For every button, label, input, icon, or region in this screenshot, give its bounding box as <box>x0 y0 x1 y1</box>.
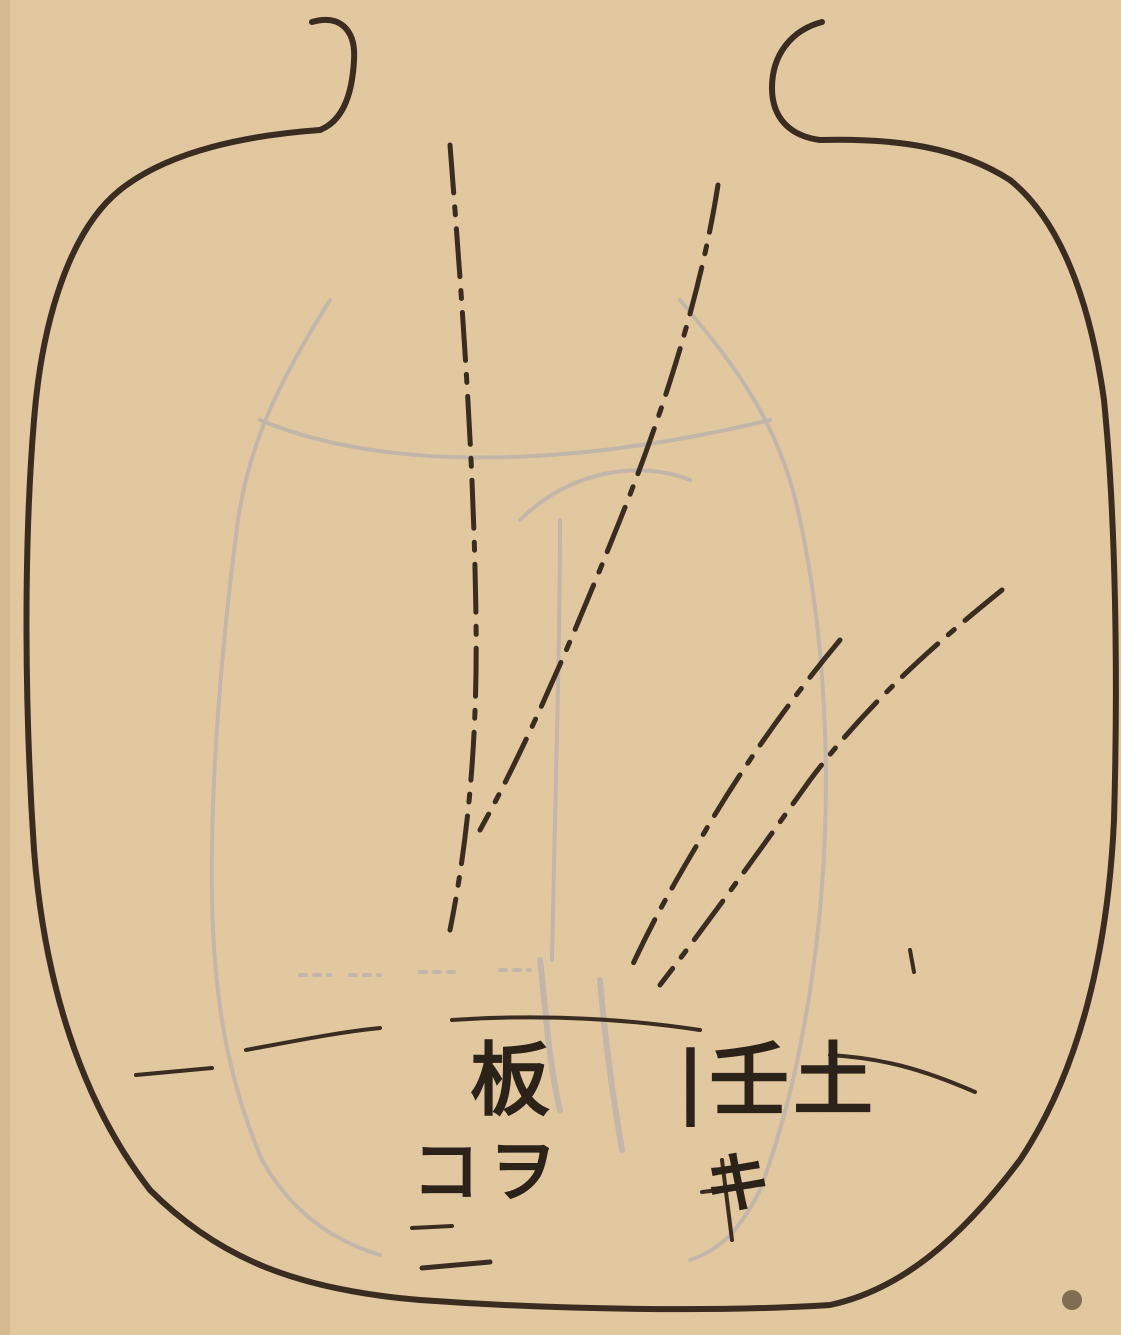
label-ita: 板 <box>470 1040 556 1120</box>
paper-fold-band <box>0 0 10 1335</box>
speck-komi-dash <box>412 1226 452 1228</box>
label-tsuchi: |壬土 <box>676 1040 877 1120</box>
label-ki: キ <box>705 1150 771 1216</box>
label-komi: コヲ <box>412 1138 564 1206</box>
ink-smudge-corner <box>1062 1290 1082 1310</box>
